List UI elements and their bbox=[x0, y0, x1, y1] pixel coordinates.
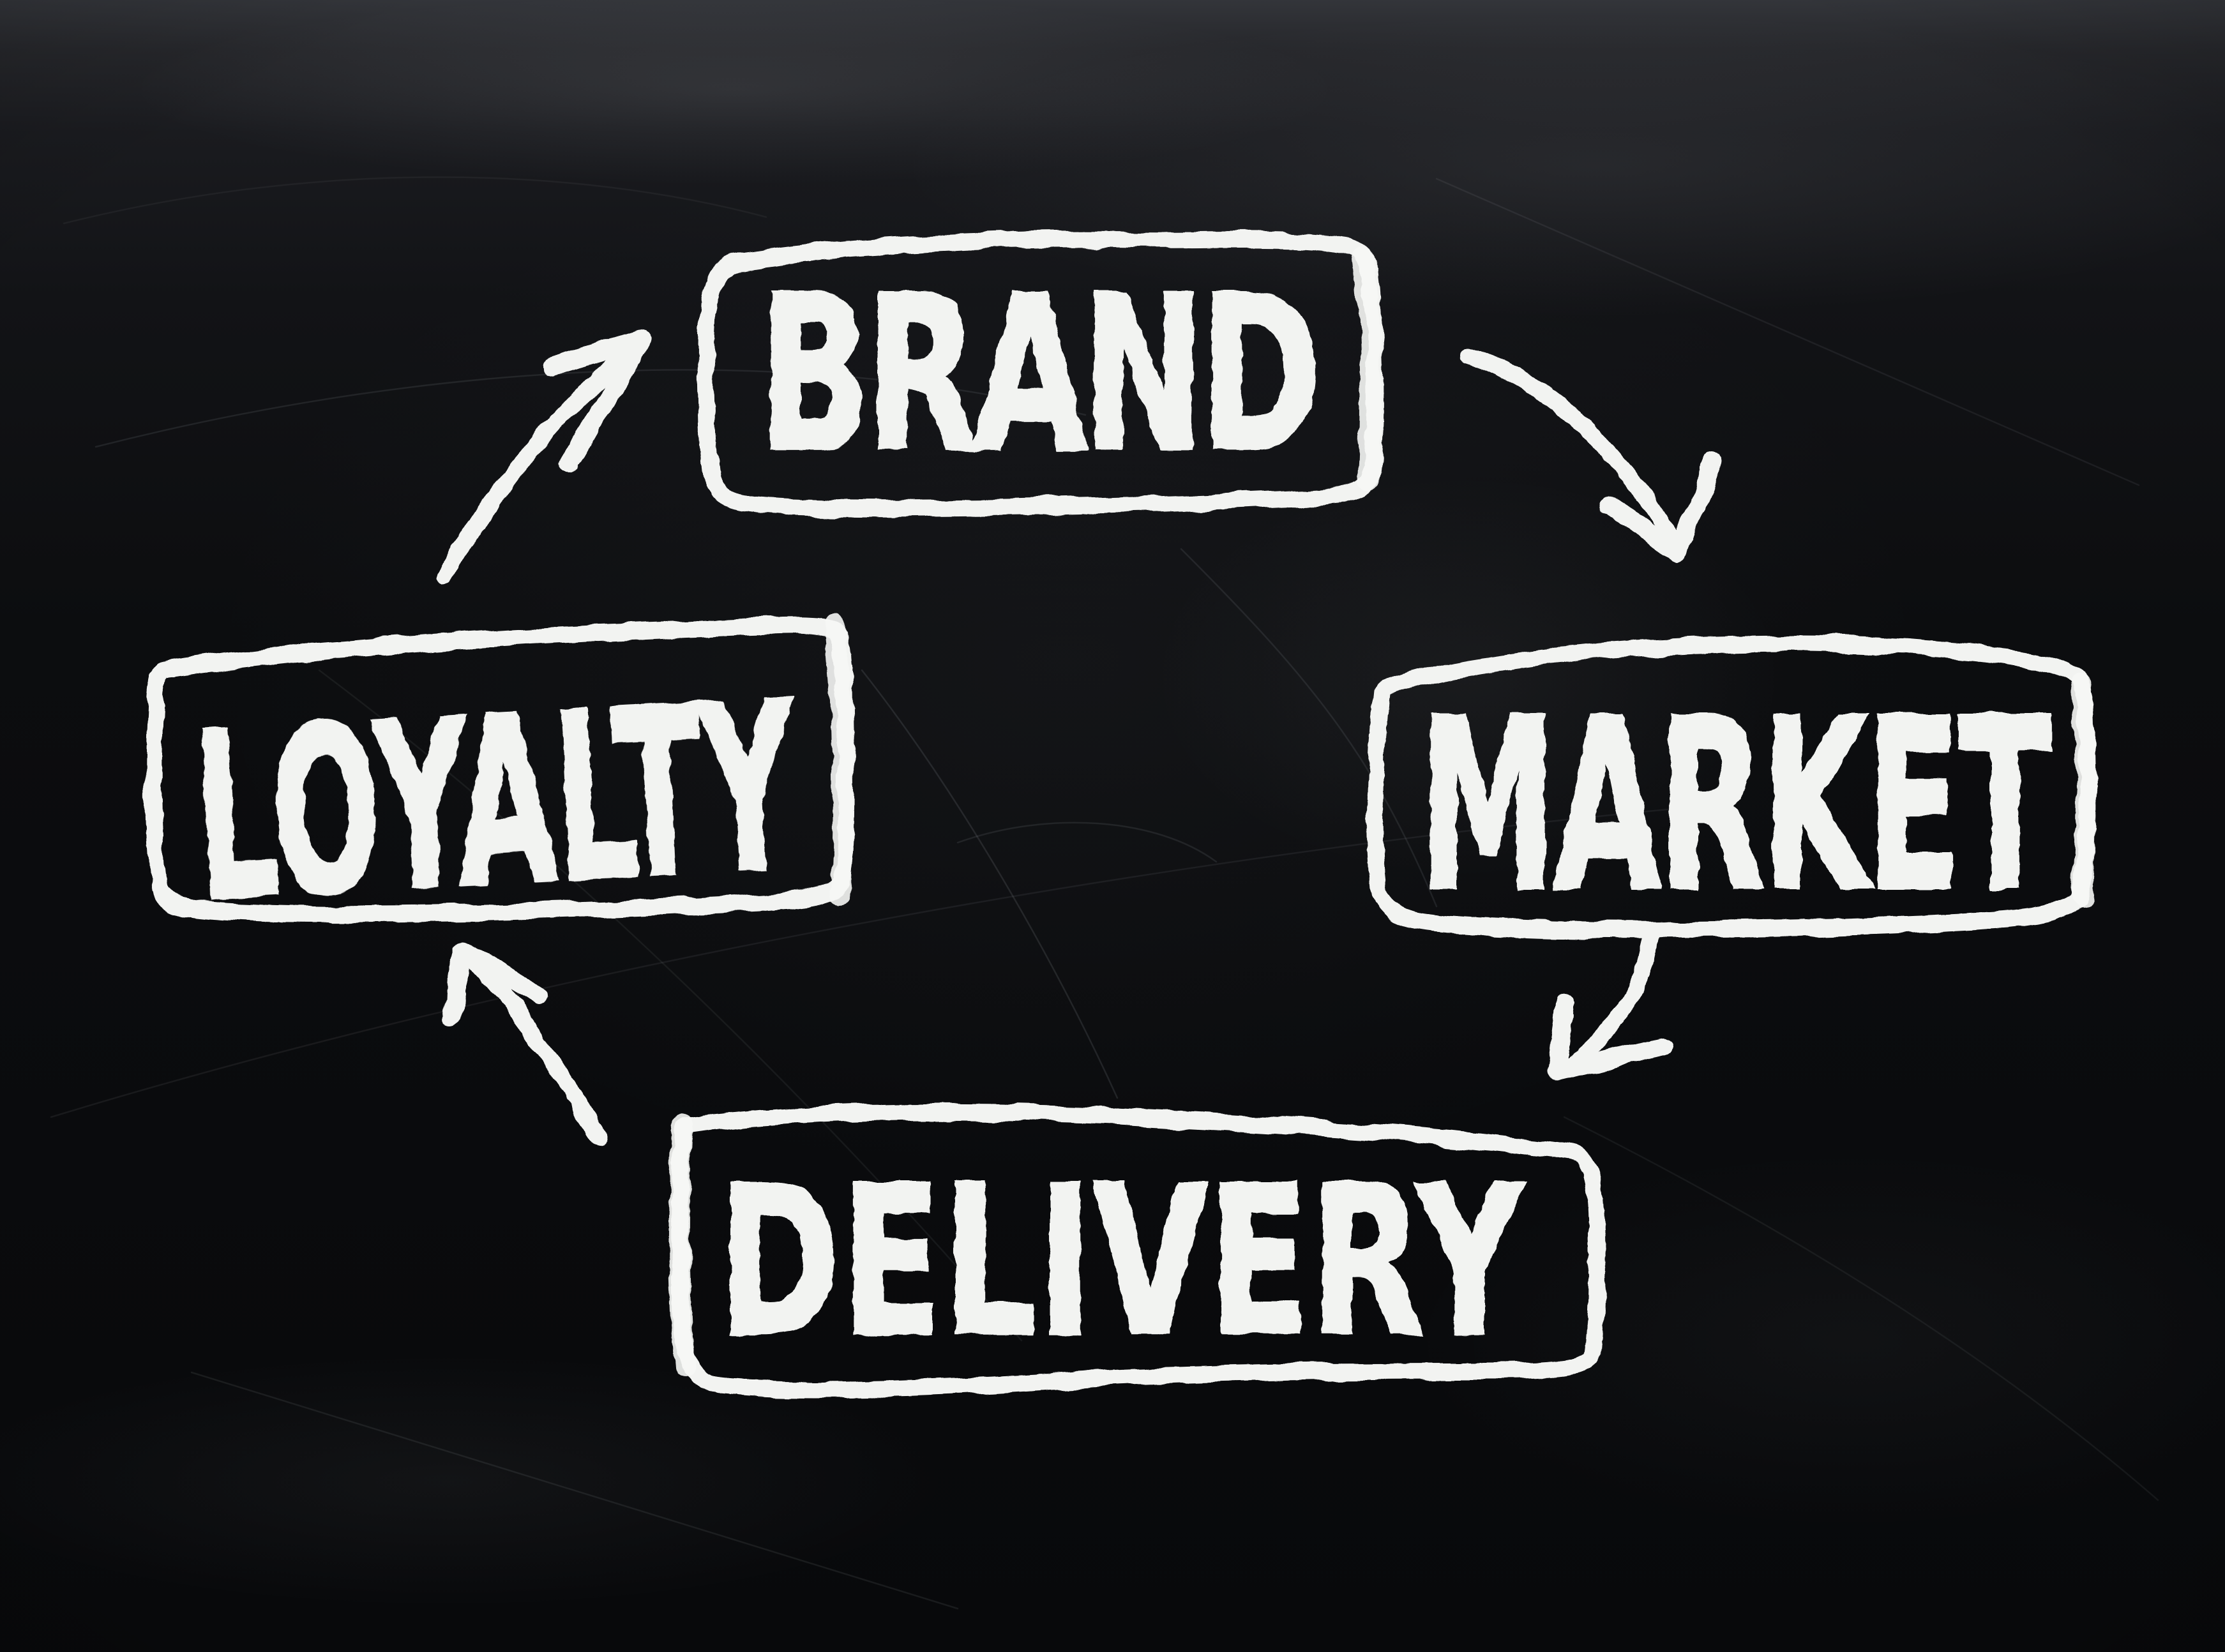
chalk-dust-smudges bbox=[0, 0, 2225, 1609]
node-loyalty-box bbox=[145, 617, 855, 923]
node-brand-label: BRAND bbox=[758, 250, 1316, 499]
scratch-marks bbox=[50, 176, 2159, 1610]
edge-loyalty-to-brand-line bbox=[437, 334, 648, 585]
node-delivery-label: DELIVERY bbox=[718, 1142, 1525, 1381]
node-market-label: MARKET bbox=[1419, 669, 2053, 943]
node-market-box-right-edge bbox=[2071, 673, 2096, 909]
node-brand-box bbox=[698, 231, 1384, 517]
edge-delivery-to-loyalty-line bbox=[460, 947, 606, 1147]
node-loyalty-label: LOYALTY bbox=[189, 654, 803, 952]
node-delivery-box bbox=[672, 1103, 1606, 1399]
edge-delivery-to-loyalty-arrowhead bbox=[440, 941, 549, 1026]
edge-delivery-to-loyalty bbox=[440, 941, 606, 1147]
edge-brand-to-market-arrowhead bbox=[1598, 453, 1723, 561]
node-loyalty-box-right-edge bbox=[825, 614, 854, 904]
edge-market-to-delivery bbox=[1547, 927, 1672, 1082]
node-brand-box-right-edge bbox=[1354, 246, 1382, 492]
edge-market-to-delivery-arrowhead bbox=[1547, 994, 1672, 1082]
edge-loyalty-to-brand bbox=[437, 330, 651, 585]
edge-brand-to-market-line bbox=[1460, 347, 1685, 555]
edge-brand-to-market bbox=[1460, 347, 1723, 561]
edge-loyalty-to-brand-arrowhead bbox=[542, 330, 651, 473]
node-delivery-box-left-edge bbox=[669, 1115, 696, 1378]
